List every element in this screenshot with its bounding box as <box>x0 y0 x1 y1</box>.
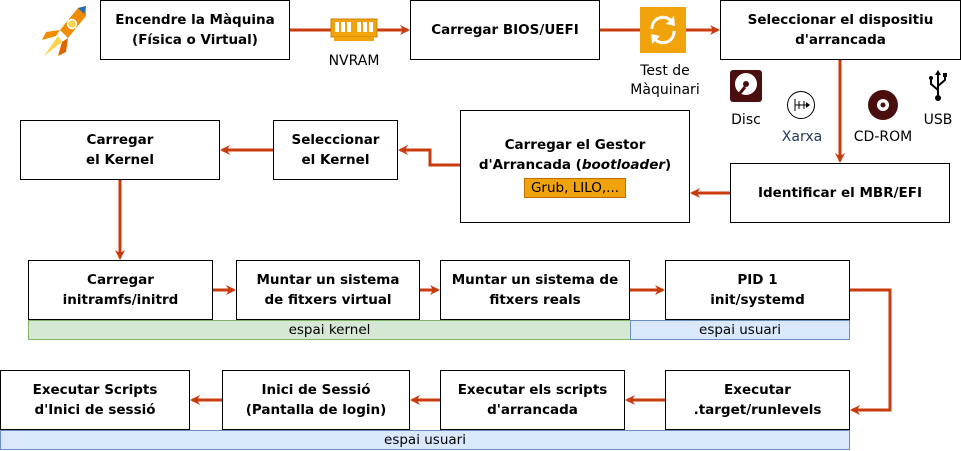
nvram-label: NVRAM <box>328 53 380 69</box>
usb-icon <box>929 70 947 101</box>
network-icon <box>787 91 815 119</box>
bootloader-examples-tag: Grub, LILO,... <box>523 178 627 198</box>
user-space-band-row4: espai usuari <box>0 430 850 450</box>
step-login: Inici de Sessió(Pantalla de login) <box>222 370 410 430</box>
arrow-pid1-to-target <box>850 288 892 415</box>
arrow-bootloader-to-select-kernel <box>398 145 460 167</box>
user-space-band-row3: espai usuari <box>630 320 850 340</box>
step-load-bootloader: Carregar el Gestor d'Arrancada (bootload… <box>460 110 690 223</box>
kernel-space-band: espai kernel <box>28 320 631 340</box>
cdrom-label: CD-ROM <box>853 129 913 145</box>
step-load-bios: Carregar BIOS/UEFI <box>410 0 600 60</box>
step-power-on: Encendre la Màquina(Física o Virtual) <box>100 0 290 60</box>
disc-label: Disc <box>731 112 761 128</box>
memory-chip-icon <box>330 18 378 41</box>
usb-label: USB <box>923 112 953 128</box>
hard-disk-icon <box>730 70 762 102</box>
rocket-icon <box>42 6 86 56</box>
cdrom-icon <box>868 90 898 120</box>
network-label: Xarxa <box>781 129 823 145</box>
step-execute-target: Executar.target/runlevels <box>665 370 850 430</box>
refresh-test-icon <box>640 7 686 53</box>
step-identify-mbr: Identificar el MBR/EFI <box>730 163 950 223</box>
